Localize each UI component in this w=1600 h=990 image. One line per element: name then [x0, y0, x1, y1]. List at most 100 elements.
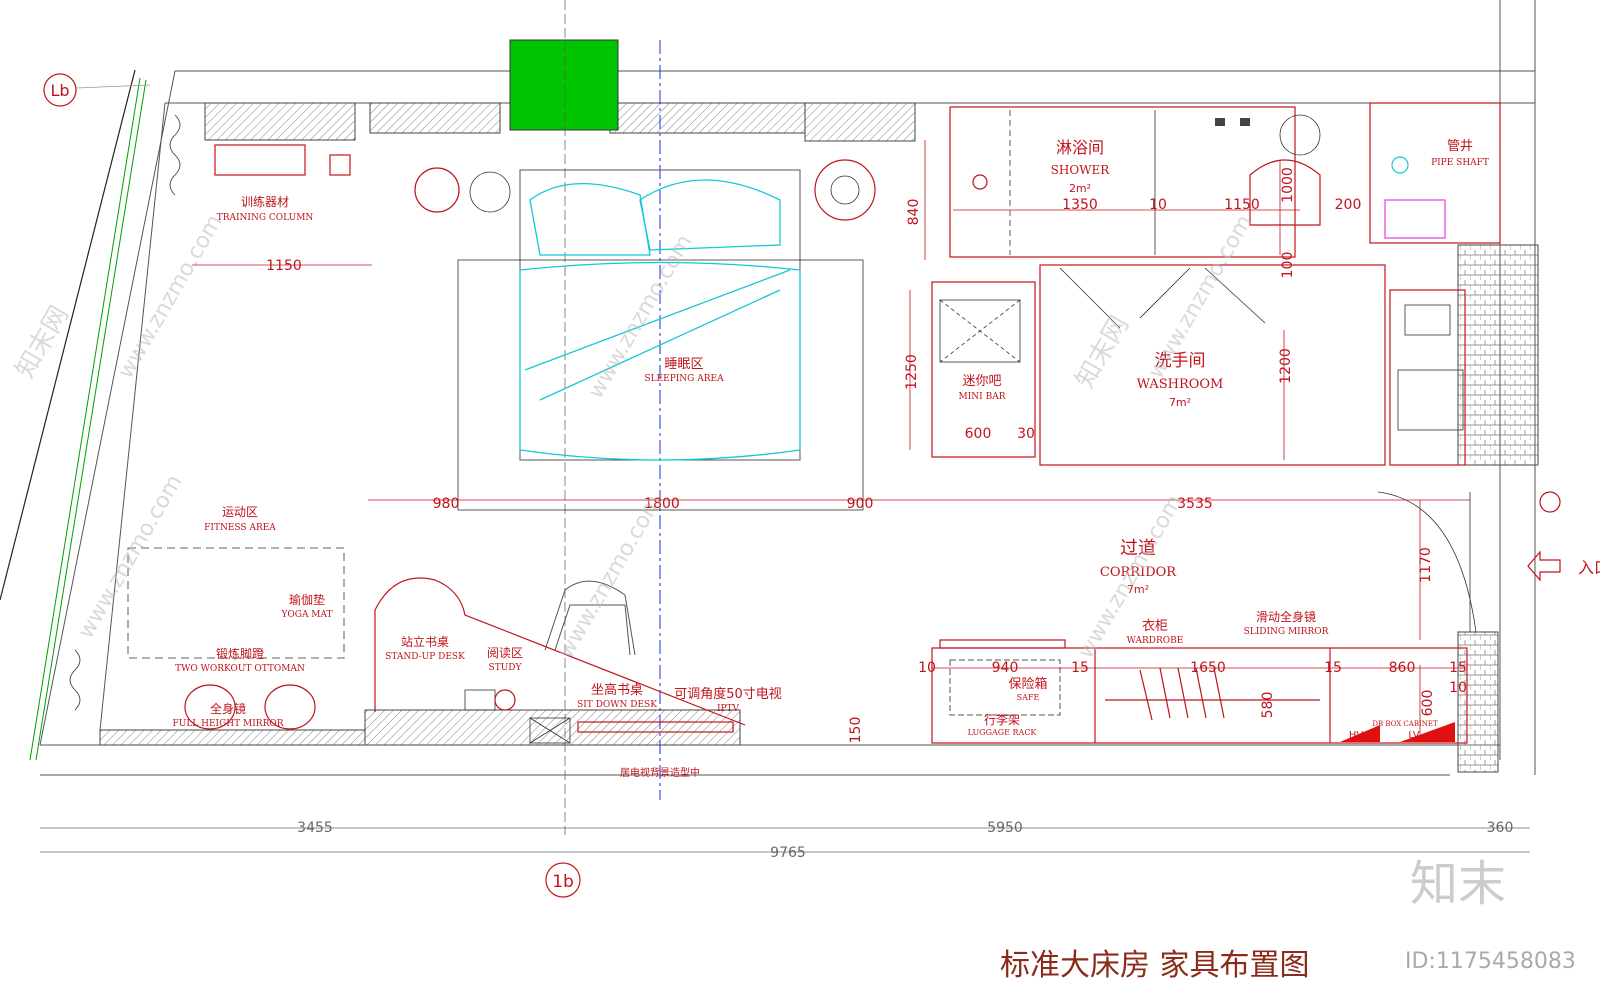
- dim-9765: 9765: [770, 845, 806, 861]
- sliding-cn: 滑动全身镜: [1256, 609, 1316, 624]
- fitness-area: [69, 547, 345, 730]
- standup-en: STAND-UP DESK: [385, 652, 465, 662]
- safe-en: SAFE: [1017, 693, 1040, 702]
- wardrobe-cn: 衣柜: [1142, 618, 1168, 634]
- dim-100: 100: [1280, 252, 1296, 279]
- minibar-en: MINI BAR: [959, 392, 1006, 402]
- safe-cn: 保险箱: [1008, 676, 1047, 692]
- fitness-en: FITNESS AREA: [204, 523, 276, 533]
- minibar-cn: 迷你吧: [962, 374, 1001, 389]
- wardrobe-en: WARDROBE: [1127, 636, 1184, 646]
- sitdesk-cn: 坐高书桌: [591, 682, 643, 698]
- dim-360: 360: [1487, 820, 1514, 836]
- green-column: [509, 39, 619, 131]
- bed: [414, 159, 876, 511]
- outer-walls: [0, 0, 1539, 776]
- mirror-cn: 全身镜: [210, 701, 246, 716]
- shower-cn: 淋浴间: [1056, 138, 1104, 157]
- corridor-area: 7m²: [1127, 583, 1149, 596]
- dim-580: 580: [1260, 692, 1276, 719]
- dim-1250: 1250: [904, 354, 920, 390]
- dim-600b: 600: [1420, 690, 1436, 717]
- dim-150: 150: [848, 717, 864, 744]
- pipe-shaft: [1369, 102, 1501, 244]
- dim-3455: 3455: [297, 820, 333, 836]
- desk-area: [374, 577, 746, 744]
- dimension-texts: 1150 840 1350 10 1150 200 1000 100 1250 …: [266, 167, 1513, 861]
- lv-label: LV: [1408, 730, 1419, 741]
- corridor-cn: 过道: [1120, 538, 1156, 559]
- dim-15a: 15: [1071, 660, 1089, 676]
- watermark-id: ID:1175458083: [1405, 949, 1576, 974]
- wm-mark-2: 知末网: [1070, 311, 1135, 394]
- standup-cn: 站立书桌: [401, 634, 449, 649]
- hv-label: HV: [1349, 730, 1364, 741]
- training-column: [169, 114, 351, 196]
- yoga-en: YOGA MAT: [280, 610, 332, 620]
- dim-980: 980: [433, 496, 460, 512]
- dim-200: 200: [1335, 197, 1362, 213]
- tv-cn: 可调角度50寸电视: [674, 686, 782, 702]
- dim-1150a: 1150: [266, 258, 302, 274]
- washroom-en: WASHROOM: [1137, 377, 1224, 392]
- dim-15c: 15: [1449, 660, 1467, 676]
- corridor-en: CORRIDOR: [1100, 565, 1177, 580]
- sliding-en: SLIDING MIRROR: [1244, 627, 1329, 637]
- dbbox-en: DB BOX CABINET: [1372, 720, 1438, 728]
- fitness-cn: 运动区: [222, 505, 258, 519]
- drawing-title: 标准大床房 家具布置图: [1000, 948, 1310, 983]
- mini-bar: [931, 281, 1036, 458]
- grid-mark-1b: 1b: [552, 872, 574, 892]
- study-en: STUDY: [489, 663, 523, 673]
- grid-mark-lb: Lb: [50, 81, 69, 100]
- dim-1170: 1170: [1418, 547, 1434, 583]
- overall-dimensions: [40, 827, 1530, 853]
- dim-1350: 1350: [1062, 197, 1098, 213]
- luggage-cn: 行李架: [984, 712, 1020, 727]
- entry-cn: 入口: [1578, 558, 1600, 577]
- dim-5950: 5950: [987, 820, 1023, 836]
- tv-en: IPTV: [717, 704, 740, 714]
- washroom: [1039, 264, 1466, 466]
- study-cn: 阅读区: [487, 646, 523, 660]
- dim-3535: 3535: [1177, 496, 1213, 512]
- washroom-area: 7m²: [1169, 396, 1191, 409]
- shower-area: 2m²: [1069, 182, 1091, 195]
- dim-940: 940: [992, 660, 1019, 676]
- mirror-en: FULL HEIGHT MIRROR: [173, 719, 284, 729]
- sleeping-en: SLEEPING AREA: [644, 374, 724, 384]
- dim-1800: 1800: [644, 496, 680, 512]
- ottoman-en: TWO WORKOUT OTTOMAN: [175, 664, 305, 674]
- luggage-en: LUGGAGE RACK: [968, 728, 1038, 737]
- wm-url-4: www.znzmo.com: [74, 471, 188, 643]
- wardrobe-unit: [931, 639, 1468, 744]
- entry-door: [1377, 491, 1561, 633]
- dim-900: 900: [847, 496, 874, 512]
- dim-15b: 15: [1324, 660, 1342, 676]
- dim-30: 30: [1017, 426, 1035, 442]
- pipe-cn: 管井: [1447, 139, 1473, 154]
- grid-marker-lb: Lb: [43, 73, 151, 107]
- dim-10b: 10: [918, 660, 936, 676]
- watermark-brand: 知末: [1410, 856, 1506, 912]
- ottoman-cn: 锻炼脚蹬: [216, 646, 264, 661]
- dim-860: 860: [1389, 660, 1416, 676]
- dim-10c: 10: [1449, 680, 1467, 696]
- training-en: TRAINING COLUMN: [217, 213, 314, 223]
- dim-1150b: 1150: [1224, 197, 1260, 213]
- dim-10a: 10: [1149, 197, 1167, 213]
- sitdesk-en: SIT DOWN DESK: [577, 700, 657, 710]
- yoga-cn: 瑜伽垫: [289, 592, 325, 607]
- sleeping-cn: 睡眠区: [664, 357, 703, 372]
- shower-en: SHOWER: [1051, 163, 1111, 177]
- dim-600a: 600: [965, 426, 992, 442]
- dim-1200: 1200: [1278, 348, 1294, 384]
- dim-1000: 1000: [1280, 167, 1296, 203]
- grid-marker-1b: 1b: [545, 862, 581, 898]
- dim-1650: 1650: [1190, 660, 1226, 676]
- tvwall-cn: 居电视背景造型中: [620, 766, 700, 779]
- dimension-lines: [192, 140, 1470, 742]
- wm-url-5: www.znzmo.com: [554, 491, 668, 663]
- washroom-cn: 洗手间: [1155, 351, 1206, 371]
